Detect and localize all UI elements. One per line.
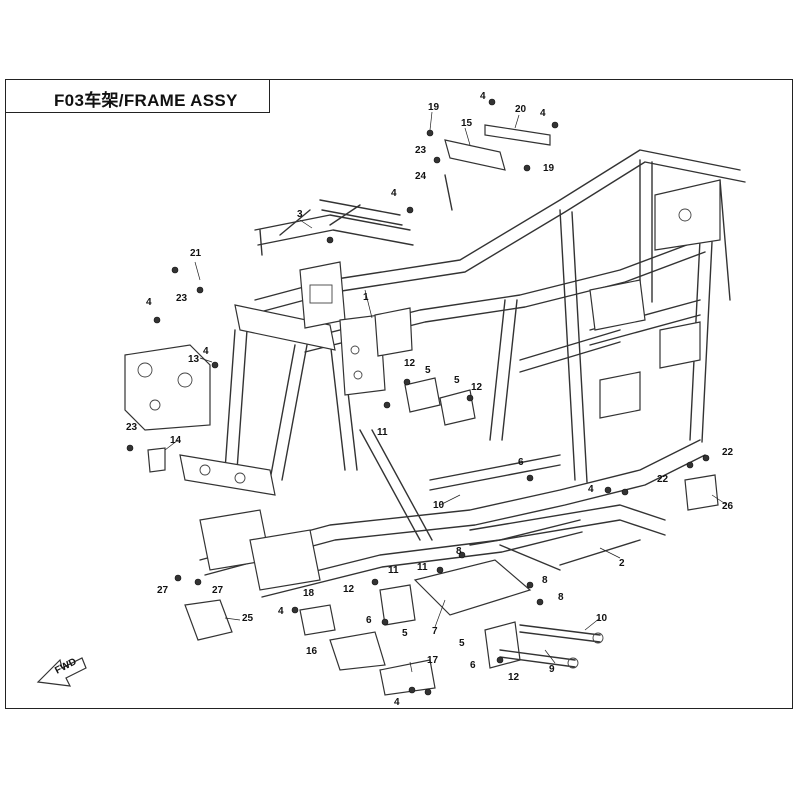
front-plate [124,344,211,431]
callout-12: 12 [471,382,483,393]
callout-5: 5 [425,365,431,376]
callout-2: 2 [619,558,625,569]
callout-4: 4 [146,297,152,308]
callout-12: 12 [343,584,355,595]
callout-17: 17 [427,655,439,666]
callout-23: 23 [176,293,188,304]
callout-4: 4 [588,484,594,495]
callout-4: 4 [480,91,486,102]
callout-11: 11 [417,562,428,573]
callout-11: 11 [388,565,399,576]
callout-22: 22 [722,447,734,458]
callout-1: 1 [363,292,369,303]
title-box: F03车架/FRAME ASSY [5,79,270,113]
callout-6: 6 [470,660,476,671]
callout-3: 3 [297,209,303,220]
callout-4: 4 [540,108,546,119]
lower-left-brackets [184,599,436,696]
callout-8: 8 [558,592,564,603]
callout-25: 25 [242,613,254,624]
callout-9: 9 [549,664,555,675]
callout-4: 4 [278,606,284,617]
lower-brackets [379,559,532,669]
callout-23: 23 [126,422,138,433]
callout-19: 19 [543,163,555,174]
engine-mounts [404,377,476,426]
callout-5: 5 [459,638,465,649]
callout-21: 21 [190,248,202,259]
footrest-rail [469,504,666,571]
callout-14: 14 [170,435,182,446]
callout-12: 12 [508,672,520,683]
rack-support [254,199,414,256]
callout-27: 27 [157,585,169,596]
callout-20: 20 [515,104,527,115]
fasteners [126,98,710,696]
callout-13: 13 [188,354,200,365]
callout-19: 19 [428,102,440,113]
callout-24: 24 [415,171,427,182]
top-brackets [444,124,551,211]
callout-6: 6 [366,615,372,626]
small-brackets [147,447,719,511]
callout-5: 5 [402,628,408,639]
callout-23: 23 [415,145,427,156]
callout-8: 8 [542,575,548,586]
callout-26: 26 [722,501,734,512]
callout-labels: 19 4 20 4 15 23 19 24 4 3 21 23 4 1 13 4… [126,91,734,708]
callout-4: 4 [391,188,397,199]
fwd-arrow-icon: FWD [36,656,87,687]
callout-27: 27 [212,585,224,596]
callout-10: 10 [433,500,445,511]
main-frame [179,149,746,598]
diagram-title: F03车架/FRAME ASSY [54,91,238,110]
callout-11: 11 [377,427,388,438]
callout-6: 6 [518,457,524,468]
callout-10: 10 [596,613,608,624]
rods [499,624,604,669]
callout-18: 18 [303,588,315,599]
callout-22: 22 [657,474,669,485]
callout-8: 8 [456,546,462,557]
callout-12: 12 [404,358,416,369]
diagram-border [5,79,793,709]
callout-5: 5 [454,375,460,386]
leader-lines [164,111,728,673]
callout-7: 7 [432,626,438,637]
callout-4: 4 [203,346,209,357]
callout-16: 16 [306,646,318,657]
callout-15: 15 [461,118,473,129]
callout-4: 4 [394,697,400,708]
